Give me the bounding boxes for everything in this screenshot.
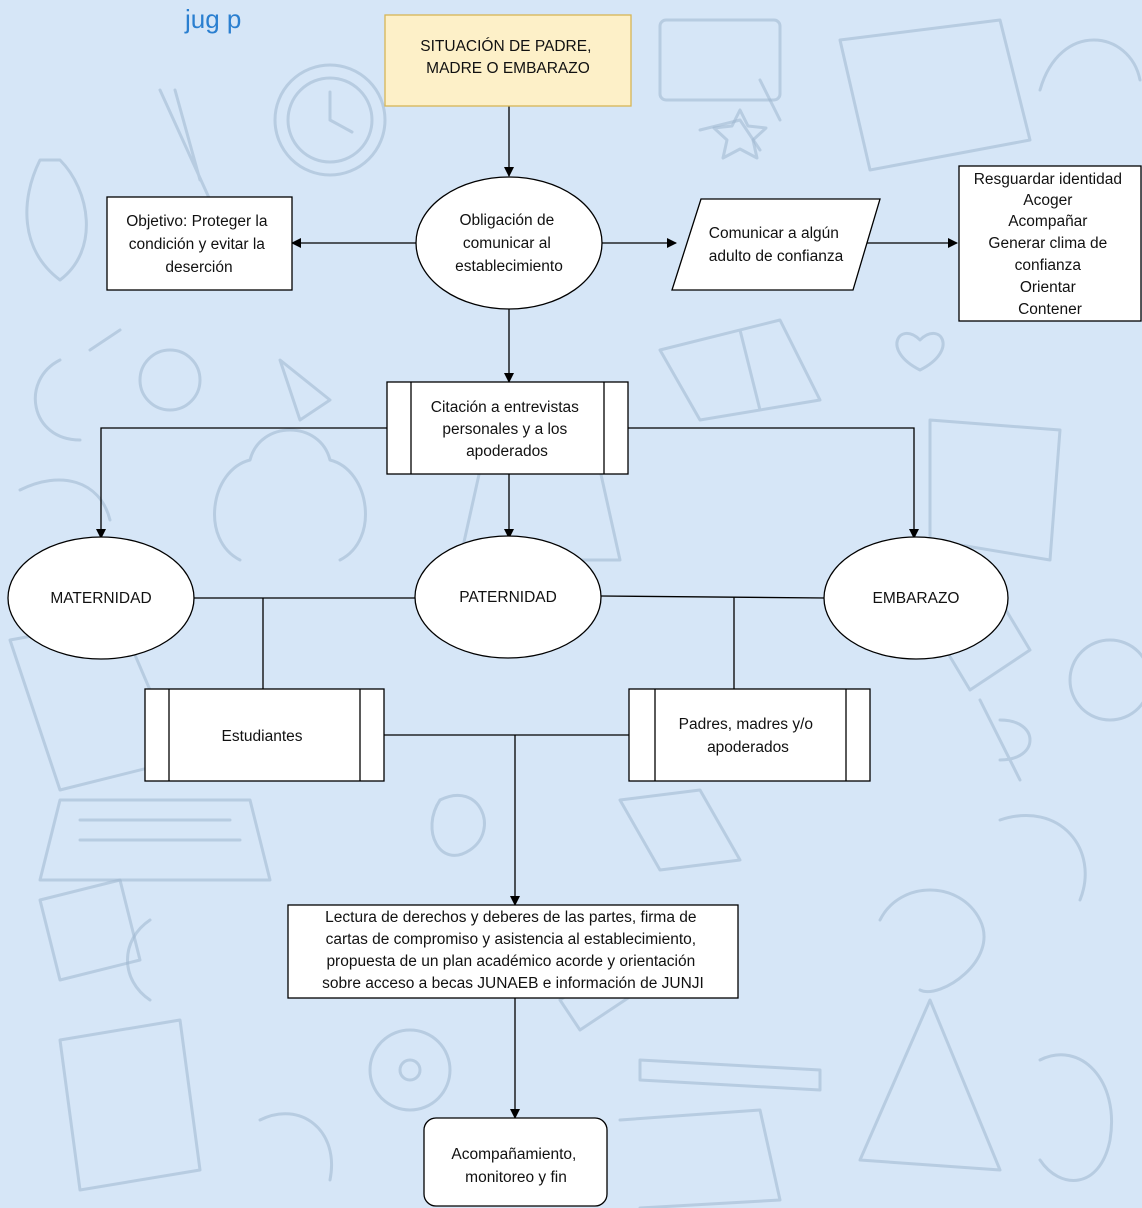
- citation-node: Citación a entrevistas personales y a lo…: [386, 381, 629, 475]
- parents-node: Padres, madres y/o apoderados: [628, 688, 871, 782]
- citation-node-label: Citación a entrevistas personales y a lo…: [431, 399, 584, 460]
- students-node: Estudiantes: [144, 688, 385, 782]
- students-node-label: Estudiantes: [222, 728, 303, 745]
- maternity-node: MATERNIDAD: [7, 536, 195, 660]
- communicate-node: Comunicar a algún adulto de confianza: [671, 198, 881, 291]
- arrow-to-maternity: [96, 427, 387, 539]
- end-node: Acompañamiento, monitoreo y fin: [423, 1117, 608, 1207]
- arrow-to-pregnancy: [628, 427, 919, 539]
- obligation-node-label: Obligación de comunicar al establecimien…: [455, 212, 563, 275]
- start-node-label: SITUACIÓN DE PADRE, MADRE O EMBARAZO: [420, 38, 595, 77]
- parents-node-label: Padres, madres y/o apoderados: [679, 716, 818, 756]
- connectors: [96, 106, 958, 1119]
- reading-node-label: Lectura de derechos y deberes de las par…: [322, 909, 704, 992]
- actions-node: Resguardar identidad Acoger Acompañar Ge…: [958, 165, 1142, 322]
- communicate-node-label: Comunicar a algún adulto de confianza: [709, 225, 844, 265]
- obligation-node: Obligación de comunicar al establecimien…: [415, 176, 603, 310]
- pregnancy-node: EMBARAZO: [823, 536, 1009, 660]
- line-paternity-pregnancy: [600, 595, 826, 599]
- start-node: SITUACIÓN DE PADRE, MADRE O EMBARAZO: [384, 14, 632, 107]
- objective-node-label: Objetivo: Proteger la condición y evitar…: [126, 213, 272, 276]
- paternity-node-label: PATERNIDAD: [459, 589, 557, 606]
- paternity-node: PATERNIDAD: [414, 535, 602, 659]
- objective-node: Objetivo: Proteger la condición y evitar…: [106, 196, 293, 291]
- background-doodles: [8, 18, 1142, 1208]
- page-heading-fragment: jug p: [184, 4, 241, 34]
- end-node-label: Acompañamiento, monitoreo y fin: [451, 1146, 580, 1186]
- reading-node: Lectura de derechos y deberes de las par…: [287, 904, 739, 999]
- pregnancy-node-label: EMBARAZO: [873, 590, 960, 607]
- maternity-node-label: MATERNIDAD: [50, 590, 151, 607]
- actions-node-label: Resguardar identidad Acoger Acompañar Ge…: [974, 171, 1127, 318]
